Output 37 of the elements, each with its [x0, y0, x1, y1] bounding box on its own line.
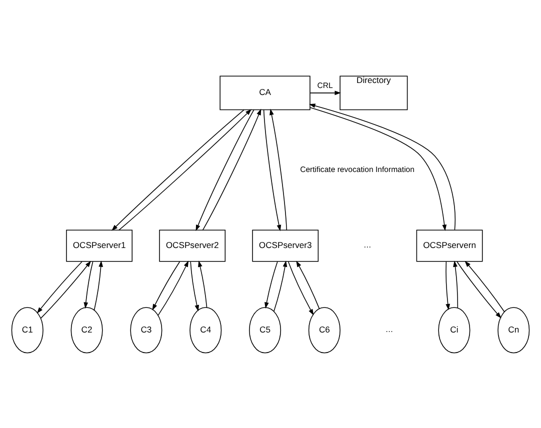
- arrow: [310, 90, 341, 95]
- arrow: [464, 260, 505, 312]
- arrow: [288, 260, 314, 315]
- arrow: [296, 260, 320, 309]
- arrow: [198, 260, 208, 308]
- arrow: [196, 109, 254, 231]
- node-ellipse: Ci: [438, 306, 470, 353]
- arrow: [263, 109, 282, 231]
- node-ellipse: C3: [130, 306, 162, 353]
- arrow: [446, 260, 450, 310]
- arrow: [190, 260, 200, 311]
- arrow: [94, 260, 104, 310]
- arrow: [453, 260, 458, 308]
- node-box: OCSPserver3: [252, 229, 319, 262]
- node-box: CA: [220, 75, 310, 110]
- label: …: [385, 324, 394, 334]
- arrow: [84, 260, 94, 308]
- node-ellipse: Cn: [498, 306, 530, 353]
- node-ellipse: C5: [249, 306, 282, 353]
- label: …: [364, 240, 372, 250]
- arrow: [202, 108, 262, 230]
- node-box: Directory: [340, 75, 408, 110]
- arrow: [36, 260, 82, 314]
- edge-label: CRL: [317, 80, 333, 90]
- arrow: [152, 260, 180, 310]
- node-ellipse: C2: [70, 306, 103, 353]
- arrow: [264, 260, 278, 308]
- arrow: [456, 260, 502, 318]
- arrow: [40, 260, 92, 318]
- arrow: [158, 260, 189, 316]
- arrow: [273, 260, 288, 312]
- node-box: OCSPserver2: [159, 229, 226, 262]
- label: Certificate revocation Information: [300, 164, 414, 174]
- node-ellipse: C4: [190, 306, 222, 353]
- node-box: OCSPservern: [416, 229, 483, 262]
- arrow: [270, 108, 288, 230]
- node-box: OCSPserver1: [66, 229, 133, 262]
